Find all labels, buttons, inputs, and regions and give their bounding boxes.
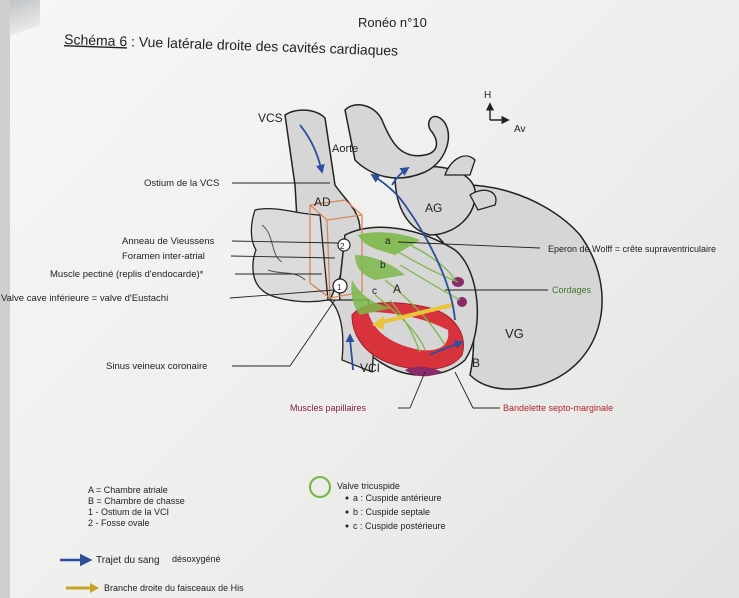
label-fosse-number: 2	[340, 242, 345, 251]
legend-his-branch: Branche droite du faisceaux de His	[104, 583, 244, 593]
legend-blood-path: Trajet du sang	[96, 555, 160, 566]
legend-valve-a: a : Cuspide antérieure	[353, 493, 442, 503]
schema-number: Schéma 6	[64, 31, 128, 49]
label-vg: VG	[505, 326, 524, 341]
his-legend-arrowhead	[90, 583, 99, 593]
bullet-b	[346, 511, 349, 514]
tricuspid-legend-circle	[310, 477, 330, 497]
schema-title: : Vue latérale droite des cavités cardia…	[127, 33, 398, 58]
label-cusp-b: b	[380, 260, 386, 271]
label-ostium-number: 1	[337, 283, 342, 292]
label-cusp-c: c	[372, 286, 377, 297]
roneo-number: Ronéo n°10	[358, 15, 427, 30]
label-muscle-pectine: Muscle pectiné (replis d'endocarde)*	[50, 269, 204, 280]
label-ostium-vcs: Ostium de la VCS	[144, 178, 220, 189]
aorta-shape	[345, 105, 448, 178]
label-eperon-wolff: Eperon de Wolff = crête supraventriculai…	[548, 244, 716, 254]
legend-item-a: A = Chambre atriale	[88, 485, 168, 495]
bullet-c	[346, 525, 349, 528]
label-muscles-papillaires: Muscles papillaires	[290, 403, 367, 413]
legend-item-1: 1 - Ostium de la VCI	[88, 507, 169, 517]
legend-item-2: 2 - Fosse ovale	[88, 518, 150, 528]
legend-item-b: B = Chambre de chasse	[88, 496, 185, 506]
page-title: Schéma 6 : Vue latérale droite des cavit…	[64, 31, 398, 59]
label-ag: AG	[425, 201, 442, 215]
bullet-a	[346, 497, 349, 500]
label-cordages: Cordages	[552, 285, 592, 295]
label-vcs: VCS	[258, 111, 283, 125]
label-valve-cave: Valve cave inférieure = valve d'Eustachi	[1, 293, 168, 304]
label-sinus: Sinus veineux coronaire	[106, 361, 207, 372]
orientation-axes: H Av	[484, 90, 526, 135]
label-foramen: Foramen inter-atrial	[122, 251, 205, 262]
label-aorte: Aorte	[332, 143, 358, 155]
label-bandelette: Bandelette septo-marginale	[503, 403, 613, 413]
label-chamber-a: A	[393, 282, 401, 296]
legend-valve-title: Valve tricuspide	[337, 481, 400, 491]
legend-valve-b: b : Cuspide septale	[353, 507, 430, 517]
label-chamber-b: B	[472, 356, 480, 370]
label-ad: AD	[314, 195, 331, 209]
label-anneau-vieussens: Anneau de Vieussens	[122, 236, 215, 247]
legend-valve-c: c : Cuspide postérieure	[353, 521, 446, 531]
legend-blood-note: désoxygéné	[172, 554, 221, 564]
pulmonary-vein-upper	[445, 156, 475, 175]
label-vci: VCI	[360, 361, 380, 375]
label-cusp-a: a	[385, 236, 391, 247]
legend: A = Chambre atriale B = Chambre de chass…	[60, 477, 446, 593]
axis-right-label: Av	[514, 124, 526, 135]
axis-up-label: H	[484, 90, 491, 101]
